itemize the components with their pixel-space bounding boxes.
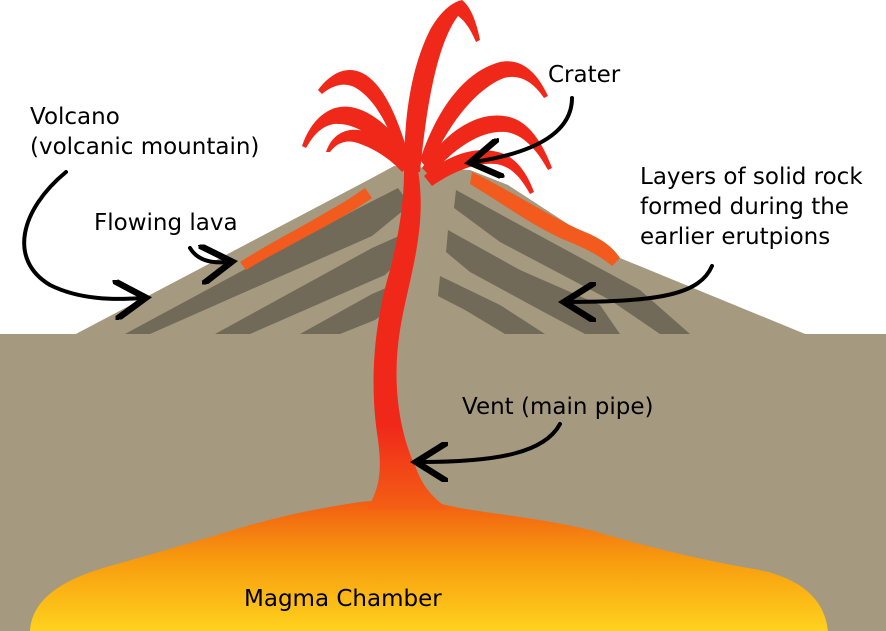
flowing-lava-arrow (188, 248, 228, 262)
volcano-label: Volcano (volcanic mountain) (30, 102, 259, 162)
label-arrows (22, 96, 714, 462)
layers-label-line3: earlier erutpions (640, 224, 831, 250)
magma-chamber (30, 500, 828, 631)
vent-label: Vent (main pipe) (462, 392, 653, 422)
volcano-label-line2: (volcanic mountain) (30, 134, 260, 160)
volcano-label-line1: Volcano (30, 104, 120, 130)
flowing-lava-left (240, 188, 372, 270)
crater-text: Crater (548, 62, 621, 88)
crater-arrow (474, 96, 574, 162)
layers-label: Layers of solid rock formed during the e… (640, 162, 863, 252)
flowing-lava-label: Flowing lava (94, 208, 238, 238)
vent-arrow (420, 422, 562, 462)
flowing-lava-text: Flowing lava (94, 210, 238, 236)
layers-label-line1: Layers of solid rock (640, 164, 863, 190)
lava-eruption (302, 0, 552, 194)
crater-label: Crater (548, 60, 620, 90)
volcano-arrow (22, 170, 142, 299)
vent-text: Vent (main pipe) (462, 394, 654, 420)
magma-chamber-text: Magma Chamber (244, 586, 442, 612)
magma-chamber-label: Magma Chamber (244, 584, 442, 614)
vent-pipe (366, 170, 450, 510)
flowing-lava-right (470, 172, 620, 266)
layers-arrow (568, 264, 714, 302)
layers-label-line2: formed during the (640, 194, 849, 220)
